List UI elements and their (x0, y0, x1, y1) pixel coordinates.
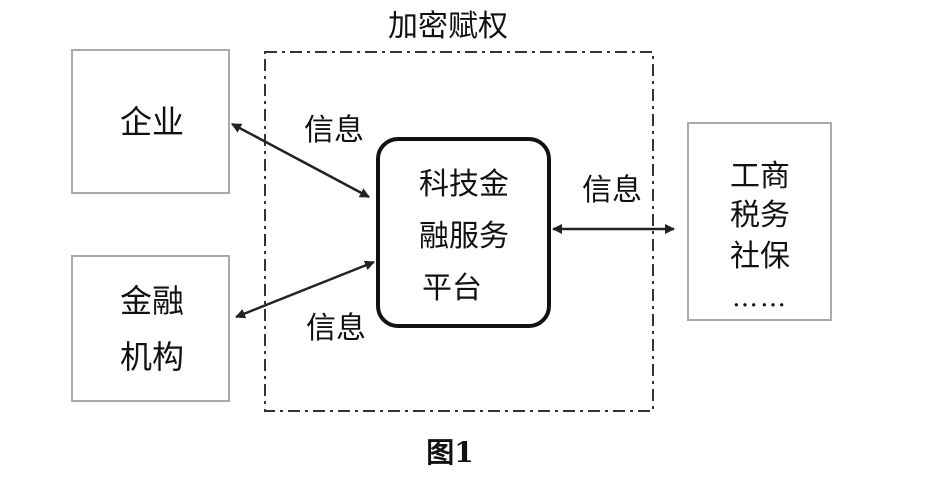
platform-label-line1: 科技金 (419, 167, 509, 202)
edge-enterprise-platform (231, 122, 370, 199)
figure-caption: 图1 (426, 436, 473, 469)
finance-institution-box (71, 255, 230, 402)
finance-institution-label-line1: 金融 (120, 282, 184, 320)
finance-institution-label-line2: 机构 (120, 338, 184, 376)
government-box (687, 122, 832, 321)
edge-finance-platform-label: 信息 (306, 311, 366, 346)
government-label-ellipsis: …… (732, 283, 788, 313)
government-label-line3: 社保 (730, 239, 790, 274)
edge-enterprise-platform-label: 信息 (304, 113, 364, 148)
platform-box (376, 137, 551, 328)
government-label-line2: 税务 (730, 198, 790, 233)
enterprise-label: 企业 (120, 103, 184, 141)
platform-label-line3: 平台 (422, 271, 482, 306)
government-label-line1: 工商 (730, 159, 790, 194)
edge-finance-platform (235, 260, 375, 319)
edge-platform-government-label: 信息 (582, 173, 642, 208)
encryption-region-label: 加密赋权 (388, 9, 508, 44)
enterprise-box (71, 49, 230, 194)
platform-label-line2: 融服务 (419, 219, 509, 254)
